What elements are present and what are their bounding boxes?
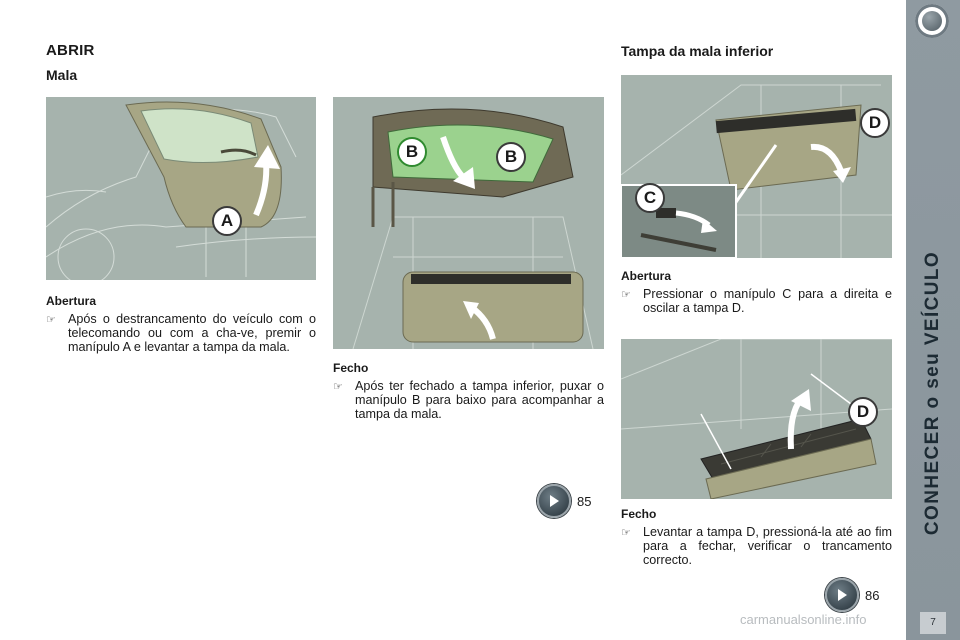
lower-tailgate-opening-illustration — [621, 84, 892, 258]
chapter-sidebar: CONHECER o seu VEÍCULO — [906, 0, 960, 640]
right-opening-text: Pressionar o manípulo C para a direita e… — [643, 287, 892, 315]
pointing-hand-icon: ☞ — [621, 527, 631, 539]
pointing-hand-icon: ☞ — [46, 314, 56, 326]
right-closing-text: Levantar a tampa D, pressioná-la até ao … — [643, 525, 892, 567]
right-closing-item: ☞ Levantar a tampa D, pressioná-la até a… — [621, 525, 892, 567]
subsection-title: Mala — [46, 67, 78, 83]
photo-lower-tailgate-opening: D C — [621, 75, 892, 258]
label-b-inside: B — [397, 137, 427, 167]
label-a: A — [212, 206, 242, 236]
photo-tailgate-opening: A — [46, 97, 316, 280]
left-opening-heading: Abertura — [46, 294, 97, 308]
left-opening-text: Após o destrancamento do veículo com o t… — [68, 312, 316, 354]
label-c: C — [635, 183, 665, 213]
pointing-hand-icon: ☞ — [621, 289, 631, 301]
page-reference-arrow-icon — [537, 484, 571, 518]
left-closing-heading: Fecho — [333, 361, 369, 375]
lower-tailgate-closing-illustration — [621, 339, 892, 499]
tailgate-closing-illustration — [352, 108, 594, 349]
left-closing-text: Após ter fechado a tampa inferior, puxar… — [355, 379, 604, 421]
photo-lower-tailgate-closing: D — [621, 339, 892, 499]
photo-tailgate-closing: B B — [333, 97, 604, 349]
page-number: 7 — [920, 612, 946, 634]
right-closing-heading: Fecho — [621, 507, 657, 521]
circle-emblem-icon — [915, 4, 949, 38]
label-b-outside: B — [496, 142, 526, 172]
left-closing-item: ☞ Após ter fechado a tampa inferior, pux… — [333, 379, 604, 421]
chapter-title: CONHECER o seu VEÍCULO — [922, 250, 943, 536]
watermark: carmanualsonline.info — [740, 612, 867, 627]
page-reference-number: 86 — [865, 587, 880, 603]
right-opening-item: ☞ Pressionar o manípulo C para a direita… — [621, 287, 892, 315]
label-d-bottom: D — [848, 397, 878, 427]
label-d-top: D — [860, 108, 890, 138]
chapter-title-container: CONHECER o seu VEÍCULO — [906, 0, 960, 640]
pointing-hand-icon: ☞ — [333, 381, 343, 393]
right-title: Tampa da mala inferior — [621, 43, 774, 59]
right-opening-heading: Abertura — [621, 269, 672, 283]
page-reference-86[interactable]: 86 — [825, 578, 879, 612]
tailgate-opening-illustration — [46, 101, 316, 280]
section-title: ABRIR — [46, 42, 95, 59]
page-reference-number: 85 — [577, 493, 592, 509]
left-opening-item: ☞ Após o destrancamento do veículo com o… — [46, 312, 316, 354]
page-reference-85[interactable]: 85 — [537, 484, 591, 518]
page-reference-arrow-icon — [825, 578, 859, 612]
